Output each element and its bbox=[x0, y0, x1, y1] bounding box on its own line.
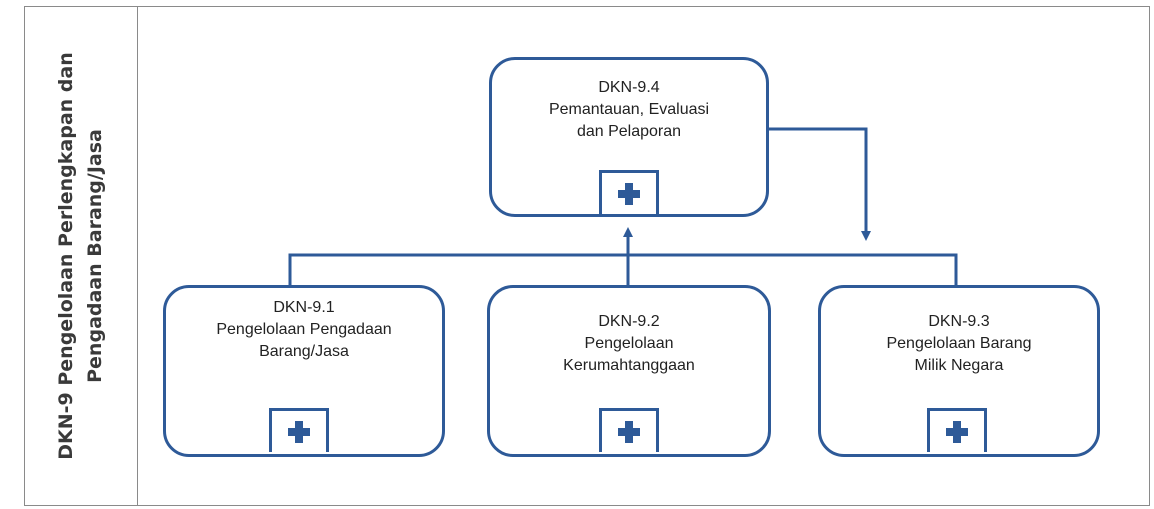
box-code: DKN-9.1 bbox=[273, 299, 335, 316]
expand-button[interactable] bbox=[599, 170, 659, 214]
box-dkn-9-1-text: DKN-9.1 Pengelolaan Pengadaan Barang/Jas… bbox=[166, 297, 442, 363]
box-dkn-9-1[interactable]: DKN-9.1 Pengelolaan Pengadaan Barang/Jas… bbox=[163, 285, 445, 457]
box-dkn-9-2[interactable]: DKN-9.2 Pengelolaan Kerumahtanggaan bbox=[487, 285, 771, 457]
box-dkn-9-3-text: DKN-9.3 Pengelolaan Barang Milik Negara bbox=[821, 311, 1097, 377]
children-connector bbox=[288, 253, 958, 286]
box-line2: Milik Negara bbox=[914, 357, 1004, 374]
expand-button[interactable] bbox=[599, 408, 659, 452]
box-code: DKN-9.2 bbox=[598, 313, 660, 330]
box-line1: Pengelolaan Barang bbox=[886, 335, 1032, 352]
frame-divider bbox=[137, 6, 138, 506]
plus-icon bbox=[618, 420, 640, 443]
expand-button[interactable] bbox=[269, 408, 329, 452]
plus-icon bbox=[288, 420, 310, 443]
box-line1: Pengelolaan bbox=[584, 335, 674, 352]
box-code: DKN-9.3 bbox=[928, 313, 990, 330]
box-line2: Barang/Jasa bbox=[259, 343, 349, 360]
expand-button[interactable] bbox=[927, 408, 987, 452]
box-line1: Pengelolaan Pengadaan bbox=[216, 321, 392, 338]
diagram-frame bbox=[24, 6, 1150, 506]
box-dkn-9-4-text: DKN-9.4 Pemantauan, Evaluasi dan Pelapor… bbox=[492, 77, 766, 143]
box-dkn-9-4[interactable]: DKN-9.4 Pemantauan, Evaluasi dan Pelapor… bbox=[489, 57, 769, 217]
box-line1: Pemantauan, Evaluasi bbox=[548, 101, 710, 118]
box-dkn-9-2-text: DKN-9.2 Pengelolaan Kerumahtanggaan bbox=[490, 311, 768, 377]
box-dkn-9-3[interactable]: DKN-9.3 Pengelolaan Barang Milik Negara bbox=[818, 285, 1100, 457]
box-line2: Kerumahtanggaan bbox=[563, 357, 695, 374]
arrow-from-top bbox=[768, 127, 871, 241]
plus-icon bbox=[946, 420, 968, 443]
box-code: DKN-9.4 bbox=[598, 79, 660, 96]
box-line2: dan Pelaporan bbox=[576, 123, 682, 140]
plus-icon bbox=[618, 182, 640, 205]
